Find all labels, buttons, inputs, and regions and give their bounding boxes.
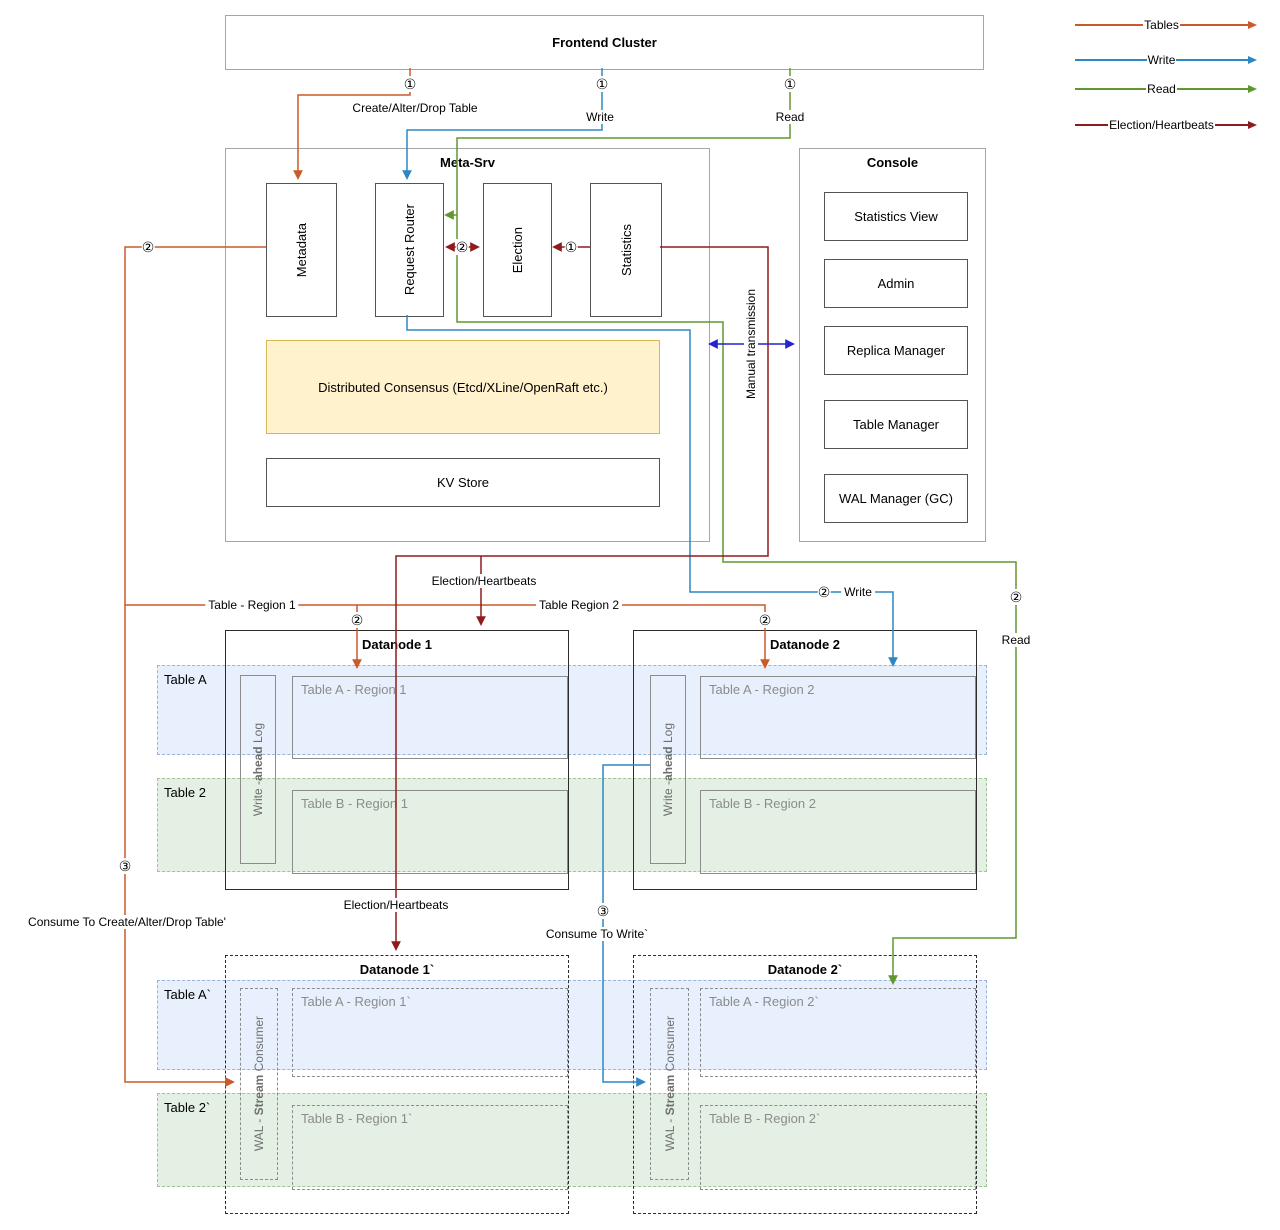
mark-write-step2: ②: [817, 584, 831, 600]
dn2-region-a-box: Table A - Region 2: [700, 676, 976, 759]
dn1-region-b-box: Table B - Region 1: [292, 790, 568, 874]
edge-label-election-heartbeats-dn1p: Election/Heartbeats: [340, 898, 452, 912]
legend-item-tables: Tables: [1075, 16, 1257, 34]
edge-label-write-dn2: Write: [841, 585, 875, 599]
dn2-prime-wal-consumer-label: WAL - Stream Consumer: [662, 1016, 677, 1152]
edge-label-read-top: Read: [772, 110, 808, 124]
table-a-prime-band-label: Table A`: [164, 987, 211, 1002]
mark-create-step1: ①: [403, 76, 417, 92]
metadata-box: Metadata: [266, 183, 337, 317]
legend-line: [1075, 88, 1147, 90]
table-2-prime-band-label: Table 2`: [164, 1100, 211, 1115]
mark-read-step1: ①: [783, 76, 797, 92]
legend-item-election-heartbeats: Election/Heartbeats: [1075, 116, 1258, 134]
mark-consume-write-step3: ③: [596, 903, 610, 919]
console-item-admin: Admin: [824, 259, 968, 308]
table-a-prime-band: Table A`: [157, 980, 987, 1070]
dn1-wal-box: Write -ahead Log: [240, 675, 276, 864]
edge-label-consume-write: Consume To Write`: [542, 927, 652, 941]
table-2-prime-band: Table 2`: [157, 1093, 987, 1187]
console-item-label: Admin: [877, 276, 915, 291]
distributed-consensus-label: Distributed Consensus (Etcd/XLine/OpenRa…: [318, 379, 608, 395]
mark-read-step2: ②: [1009, 589, 1023, 605]
table-2-band-label: Table 2: [164, 785, 206, 800]
statistics-box: Statistics: [590, 183, 662, 317]
election-box: Election: [483, 183, 552, 317]
legend-line: [1075, 59, 1147, 61]
edge-label-consume-ddl: Consume To Create/Alter/Drop Table': [25, 915, 229, 929]
legend-label-write: Write: [1147, 53, 1176, 67]
dn1-prime-wal-consumer-box: WAL - Stream Consumer: [240, 988, 278, 1180]
arrow-right-icon: [1248, 121, 1258, 129]
console-item-wal-manager: WAL Manager (GC): [824, 474, 968, 523]
mark-write-step1: ①: [595, 76, 609, 92]
meta-srv-title: Meta-Srv: [440, 155, 495, 170]
dn1-region-a-box: Table A - Region 1: [292, 676, 568, 759]
datanode-1-prime-title: Datanode 1`: [359, 962, 435, 977]
legend-label-election-heartbeats: Election/Heartbeats: [1109, 118, 1214, 132]
datanode-2-title: Datanode 2: [769, 637, 841, 652]
metadata-label: Metadata: [294, 222, 309, 278]
statistics-label: Statistics: [618, 223, 634, 276]
edge-label-election-heartbeats-dn1: Election/Heartbeats: [428, 574, 540, 588]
edge-label-read-dn2p: Read: [998, 633, 1034, 647]
dn2-prime-region-a-box: Table A - Region 2`: [700, 988, 976, 1077]
edge-label-manual-transmission: Manual transmission: [744, 285, 758, 403]
edge-label-create-table: Create/Alter/Drop Table: [349, 101, 481, 115]
arrow-right-icon: [1248, 56, 1257, 64]
request-router-box: Request Router: [375, 183, 444, 317]
console-item-label: Replica Manager: [846, 343, 946, 358]
console-item-statistics-view: Statistics View: [824, 192, 968, 241]
legend-line: [1176, 59, 1248, 61]
dn2-region-b-box: Table B - Region 2: [700, 790, 976, 874]
dn2-wal-box: Write -ahead Log: [650, 675, 686, 864]
legend-label-tables: Tables: [1144, 18, 1179, 32]
edge-label-table-region-1: Table - Region 1: [205, 598, 299, 612]
distributed-consensus-box: Distributed Consensus (Etcd/XLine/OpenRa…: [266, 340, 660, 434]
legend-item-write: Write: [1075, 51, 1257, 69]
dn2-prime-wal-consumer-box: WAL - Stream Consumer: [650, 988, 689, 1180]
kv-store-box: KV Store: [266, 458, 660, 507]
mark-consume-ddl-step3: ③: [118, 858, 132, 874]
datanode-1-title: Datanode 1: [361, 637, 433, 652]
legend-line: [1214, 124, 1249, 126]
console-title: Console: [866, 155, 919, 170]
dn1-prime-region-a-box: Table A - Region 1`: [292, 988, 568, 1077]
legend-line: [1179, 24, 1248, 26]
legend-label-read: Read: [1147, 82, 1176, 96]
election-label: Election: [510, 226, 525, 274]
request-router-label: Request Router: [402, 204, 417, 296]
legend-line: [1176, 88, 1248, 90]
frontend-cluster-box: Frontend Cluster: [225, 15, 984, 70]
mark-region2-step2: ②: [758, 612, 772, 628]
console-item-replica-manager: Replica Manager: [824, 326, 968, 375]
datanode-2-prime-title: Datanode 2`: [767, 962, 843, 977]
edge-label-table-region-2: Table Region 2: [535, 598, 623, 612]
console-item-label: Table Manager: [853, 417, 939, 432]
mark-region1-step2: ②: [350, 612, 364, 628]
legend-line: [1075, 124, 1109, 126]
dn2-wal-label: Write -ahead Log: [661, 722, 675, 817]
arrow-right-icon: [1248, 21, 1257, 29]
frontend-cluster-title: Frontend Cluster: [552, 35, 657, 50]
table-a-band-label: Table A: [164, 672, 207, 687]
dn1-wal-label: Write -ahead Log: [251, 722, 265, 817]
console-item-table-manager: Table Manager: [824, 400, 968, 449]
mark-statistics-election-step1: ①: [564, 239, 578, 255]
kv-store-label: KV Store: [436, 475, 490, 490]
dn1-prime-region-b-box: Table B - Region 1`: [292, 1105, 568, 1190]
arrow-right-icon: [1248, 85, 1257, 93]
mark-election-router-step2: ②: [455, 239, 469, 255]
console-item-label: Statistics View: [854, 209, 938, 224]
edge-label-write-top: Write: [583, 110, 617, 124]
legend-line: [1075, 24, 1144, 26]
mark-metadata-step2: ②: [141, 239, 155, 255]
legend-item-read: Read: [1075, 80, 1257, 98]
dn2-prime-region-b-box: Table B - Region 2`: [700, 1105, 976, 1190]
console-item-label: WAL Manager (GC): [839, 491, 953, 506]
dn1-prime-wal-consumer-label: WAL - Stream Consumer: [252, 1016, 266, 1152]
